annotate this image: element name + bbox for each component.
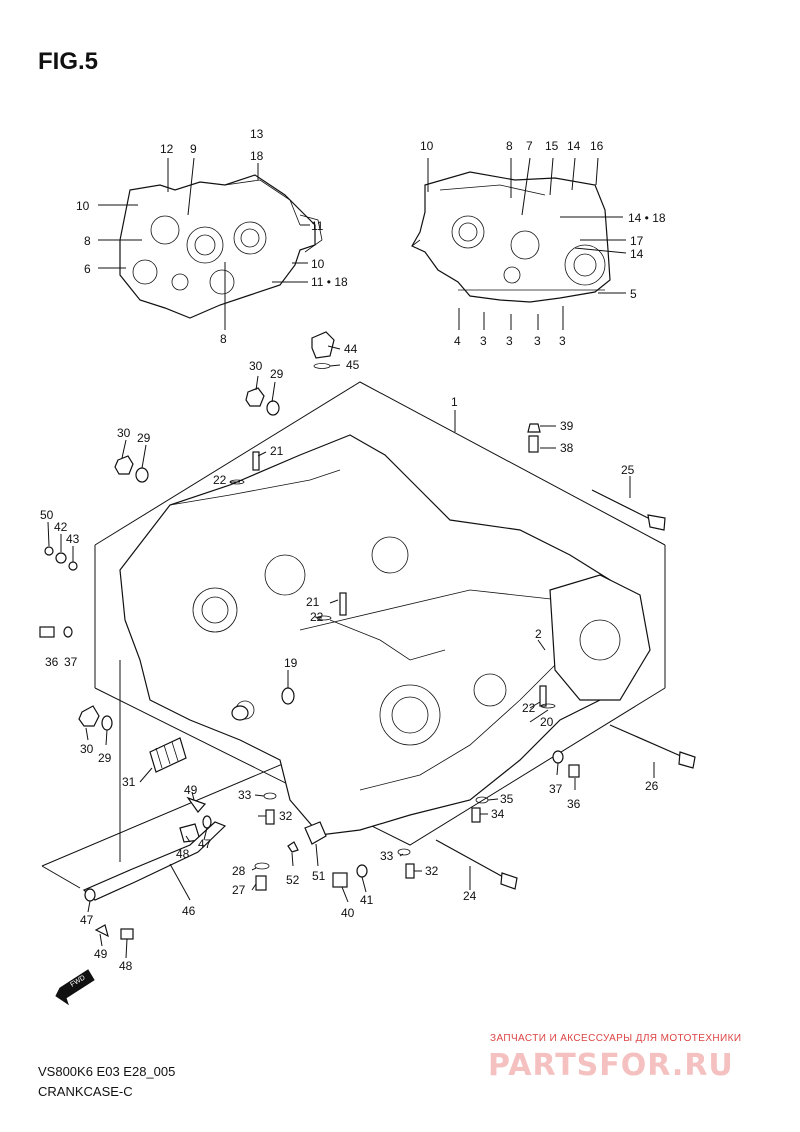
callout-label: 16 xyxy=(590,139,604,153)
callout-label: 21 xyxy=(306,595,320,609)
callout-label: 10 xyxy=(420,139,434,153)
callout-label: 43 xyxy=(66,532,80,546)
section-title: CRANKCASE-C xyxy=(38,1084,133,1099)
callout-label: 11 • 18 xyxy=(311,275,348,289)
callout-label: 27 xyxy=(232,883,246,897)
callout-label: 51 xyxy=(312,869,326,883)
right-crankcase-half-inset xyxy=(411,171,611,303)
callout-label: 6 xyxy=(84,262,91,276)
callout-label: 45 xyxy=(346,358,360,372)
callout-label: 24 xyxy=(463,889,477,903)
fwd-arrow-icon: FWD xyxy=(55,969,95,1006)
callout-label: 47 xyxy=(80,913,94,927)
callout-label: 8 xyxy=(84,234,91,248)
right-inset-leaders xyxy=(427,157,627,330)
callout-label: 48 xyxy=(119,959,133,973)
callout-label: 46 xyxy=(182,904,196,918)
main-leaders xyxy=(47,345,655,959)
callout-label: 22 xyxy=(310,610,324,624)
callout-label: 31 xyxy=(122,775,136,789)
callout-label: 41 xyxy=(360,893,374,907)
callout-label: 37 xyxy=(64,655,78,669)
callout-label: 34 xyxy=(491,807,505,821)
callout-label: 4 xyxy=(454,334,461,348)
callout-label: 49 xyxy=(184,783,198,797)
callout-label: 42 xyxy=(54,520,68,534)
left-crankcase-half-inset xyxy=(119,174,323,319)
callout-label: 18 xyxy=(250,149,264,163)
callout-label: 21 xyxy=(270,444,284,458)
callout-label: 32 xyxy=(279,809,293,823)
callout-label: 30 xyxy=(117,426,131,440)
callout-label: 20 xyxy=(540,715,554,729)
callout-label: 30 xyxy=(249,359,263,373)
callout-label: 38 xyxy=(560,441,574,455)
crankcase-assembly xyxy=(119,434,651,836)
callout-label: 49 xyxy=(94,947,108,961)
callout-label: 11 xyxy=(311,219,324,233)
callout-labels: 13 18 12 9 10 11 8 10 6 11 • 18 8 10 8 7… xyxy=(40,127,666,973)
callout-label: 28 xyxy=(232,864,246,878)
callout-label: 3 xyxy=(480,334,487,348)
callout-label: 47 xyxy=(198,837,212,851)
callout-label: 36 xyxy=(45,655,59,669)
callout-label: 8 xyxy=(220,332,227,346)
callout-label: 9 xyxy=(190,142,197,156)
callout-label: 1 xyxy=(451,395,458,409)
callout-label: 12 xyxy=(160,142,174,156)
callout-label: 3 xyxy=(559,334,566,348)
callout-label: 48 xyxy=(176,847,190,861)
callout-label: 33 xyxy=(380,849,394,863)
callout-label: 52 xyxy=(286,873,300,887)
callout-label: 50 xyxy=(40,508,54,522)
callout-label: 19 xyxy=(284,656,298,670)
callout-label: 22 xyxy=(522,701,536,715)
callout-label: 14 • 18 xyxy=(628,211,666,225)
callout-label: 3 xyxy=(534,334,541,348)
callout-label: 7 xyxy=(526,139,533,153)
callout-label: 44 xyxy=(344,342,358,356)
callout-label: 29 xyxy=(98,751,112,765)
callout-label: 10 xyxy=(311,257,325,271)
figure-title: FIG.5 xyxy=(38,48,99,75)
callout-label: 17 xyxy=(630,234,644,248)
callout-label: 36 xyxy=(567,797,581,811)
callout-label: 15 xyxy=(545,139,559,153)
callout-label: 2 xyxy=(535,627,542,641)
callout-label: 29 xyxy=(137,431,151,445)
watermark-tagline: ЗАПЧАСТИ И АКСЕССУАРЫ ДЛЯ МОТОТЕХНИКИ xyxy=(490,1033,742,1044)
callout-label: 40 xyxy=(341,906,355,920)
callout-label: 14 xyxy=(630,247,644,261)
callout-label: 10 xyxy=(76,199,90,213)
callout-label: 8 xyxy=(506,139,513,153)
callout-label: 35 xyxy=(500,792,514,806)
small-parts xyxy=(39,331,696,940)
callout-label: 25 xyxy=(621,463,635,477)
callout-label: 3 xyxy=(506,334,513,348)
callout-label: 13 xyxy=(250,127,264,141)
callout-label: 29 xyxy=(270,367,284,381)
callout-label: 26 xyxy=(645,779,659,793)
callout-label: 30 xyxy=(80,742,94,756)
watermark-brand: PARTSFOR.RU xyxy=(488,1048,734,1083)
callout-label: 39 xyxy=(560,419,574,433)
callout-label: 5 xyxy=(630,287,637,301)
callout-label: 22 xyxy=(213,473,227,487)
model-code: VS800K6 E03 E28_005 xyxy=(38,1064,176,1079)
left-inset-leaders xyxy=(98,157,310,330)
callout-label: 37 xyxy=(549,782,563,796)
callout-label: 32 xyxy=(425,864,439,878)
callout-label: 33 xyxy=(238,788,252,802)
callout-label: 14 xyxy=(567,139,581,153)
